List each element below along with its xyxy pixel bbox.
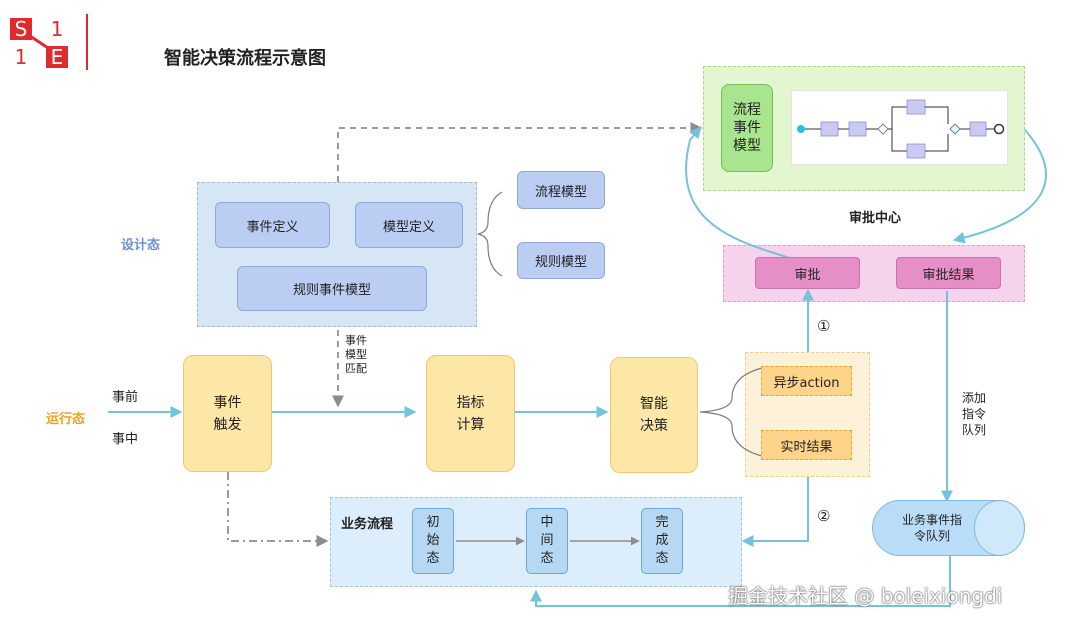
logo-divider	[86, 14, 88, 70]
decision-to-business-arrow	[741, 477, 809, 547]
logo-cell: 1	[10, 45, 32, 69]
command-queue-label: 业务事件指 令队列	[882, 505, 982, 551]
decision-brace	[699, 367, 763, 457]
trigger-to-business-link	[227, 472, 329, 547]
add-queue-note: 添加 指令 队列	[962, 390, 986, 438]
box-line: 决策	[640, 418, 668, 434]
step-2-marker: ②	[817, 507, 831, 525]
initial-state-box[interactable]: 初 始 态	[412, 508, 454, 574]
state-char: 态	[540, 551, 554, 566]
state-char: 完	[655, 515, 669, 530]
note-line: 指令	[962, 407, 987, 421]
logo-cell: 1	[46, 17, 68, 41]
box-line: 事件	[733, 120, 761, 136]
logo-cell: S	[10, 17, 32, 41]
process-task	[969, 121, 987, 137]
before-label: 事前	[112, 390, 139, 405]
event-trigger-box[interactable]: 事件 触发	[183, 355, 272, 472]
box-line: 智能	[640, 396, 668, 412]
box-line: 模型	[733, 138, 761, 154]
during-label: 事中	[112, 432, 139, 447]
gateway	[949, 123, 961, 135]
realtime-result-box[interactable]: 实时结果	[761, 430, 852, 460]
model-definition-box[interactable]: 模型定义	[355, 202, 463, 248]
watermark: 掘金技术社区 @ boleixiongdi	[728, 584, 1003, 608]
design-zone-label: 设计态	[121, 238, 161, 253]
smart-decision-box[interactable]: 智能 决策	[610, 357, 698, 473]
event-definition-box[interactable]: 事件定义	[215, 202, 330, 248]
note-line: 添加	[962, 391, 987, 405]
box-line: 流程	[733, 102, 761, 118]
page-title: 智能决策流程示意图	[164, 48, 326, 69]
box-line: 计算	[456, 416, 485, 433]
end-event	[993, 123, 1005, 135]
process-task	[848, 121, 867, 137]
rule-event-model-box[interactable]: 规则事件模型	[237, 266, 427, 311]
process-flow-thumbnail	[791, 90, 1008, 165]
async-action-box[interactable]: 异步action	[761, 366, 852, 396]
design-brace	[477, 191, 503, 277]
logo-connector	[29, 34, 49, 50]
approve-to-center-arrow	[685, 126, 791, 259]
note-line: 队列	[962, 423, 987, 437]
rule-model-box[interactable]: 规则模型	[517, 242, 605, 279]
process-task	[820, 121, 839, 137]
logo-cell: E	[46, 45, 68, 69]
state-char: 初	[426, 515, 440, 530]
state-char: 成	[655, 533, 669, 548]
state-char: 间	[540, 533, 554, 548]
middle-state-box[interactable]: 中 间 态	[526, 508, 568, 574]
queue-line: 业务事件指	[901, 513, 962, 527]
note-line: 事件	[345, 334, 367, 347]
process-flow-graphic	[797, 99, 1005, 159]
flow-model-box[interactable]: 流程模型	[517, 171, 605, 209]
box-line: 触发	[213, 416, 242, 433]
start-event	[797, 125, 805, 133]
box-line: 指标	[456, 394, 485, 411]
queue-to-business-arrow	[530, 556, 951, 607]
approve-result-box[interactable]: 审批结果	[896, 257, 1001, 289]
process-task	[906, 99, 926, 115]
state-char: 中	[540, 515, 554, 530]
box-line: 事件	[213, 394, 242, 411]
flow-event-model-box[interactable]: 流程 事件 模型	[721, 84, 773, 172]
process-task	[906, 143, 926, 159]
model-match-note: 事件 模型 匹配	[345, 334, 367, 376]
complete-state-box[interactable]: 完 成 态	[641, 508, 683, 574]
queue-line: 令队列	[913, 529, 950, 543]
approval-center-label: 审批中心	[849, 211, 902, 226]
step-1-marker: ①	[817, 317, 831, 335]
state-char: 态	[655, 551, 669, 566]
note-line: 模型	[345, 348, 367, 361]
command-queue-cap	[974, 500, 1025, 556]
state-char: 态	[426, 551, 440, 566]
center-to-result-arrow	[952, 129, 1047, 244]
indicator-calc-box[interactable]: 指标 计算	[426, 355, 515, 472]
state-char: 始	[426, 533, 440, 548]
business-flow-label: 业务流程	[341, 517, 394, 532]
gateway	[877, 123, 889, 135]
note-line: 匹配	[345, 362, 367, 375]
runtime-zone-label: 运行态	[46, 412, 86, 427]
approve-box[interactable]: 审批	[755, 257, 860, 289]
